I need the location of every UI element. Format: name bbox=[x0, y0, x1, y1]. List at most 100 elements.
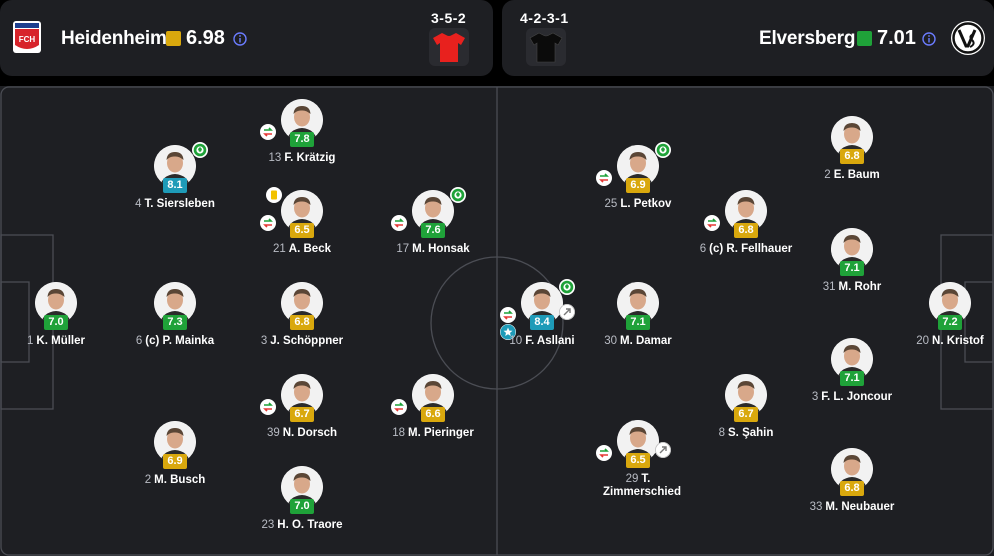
player-number: 2 bbox=[144, 474, 152, 486]
away-kit bbox=[526, 28, 566, 66]
player-number: 20 bbox=[916, 335, 930, 347]
player-rating-badge: 6.9 bbox=[163, 454, 187, 469]
home-team-header: FCH Heidenheim 6.98 3-5-2 bbox=[0, 0, 493, 76]
player-number: 39 bbox=[266, 427, 280, 439]
away-formation: 4-2-3-1 bbox=[520, 10, 569, 26]
home-rating-square bbox=[166, 31, 181, 46]
info-icon[interactable] bbox=[233, 32, 247, 46]
away-team-name[interactable]: Elversberg bbox=[759, 28, 856, 49]
heidenheim-logo[interactable]: FCH bbox=[11, 21, 43, 53]
player-name-text: H. O. Traore bbox=[277, 519, 343, 531]
player-rating-badge: 6.8 bbox=[290, 315, 314, 330]
player-name-text: F. Asllani bbox=[525, 335, 575, 347]
player-name-text: T. Siersleben bbox=[144, 198, 215, 210]
player-name-text: A. Beck bbox=[288, 243, 331, 255]
home-formation: 3-5-2 bbox=[431, 10, 467, 26]
away-shirt-icon bbox=[529, 32, 563, 63]
home-kit bbox=[429, 28, 469, 66]
player-rating-badge: 6.7 bbox=[734, 407, 758, 422]
pitch-lines bbox=[0, 86, 994, 556]
player-rating-badge: 7.0 bbox=[290, 499, 314, 514]
player-rating-badge: 6.6 bbox=[421, 407, 445, 422]
home-team-rating: 6.98 bbox=[186, 27, 225, 49]
player-name-text: M. Neubauer bbox=[825, 501, 895, 513]
player-number: 3 bbox=[811, 391, 819, 403]
sub-out-icon bbox=[596, 445, 612, 461]
player-rating-badge: 6.5 bbox=[290, 223, 314, 238]
sub-out-icon bbox=[260, 399, 276, 415]
sub-out-icon bbox=[260, 124, 276, 140]
player-name-text: (c) R. Fellhauer bbox=[709, 243, 793, 255]
player-number: 6 bbox=[135, 335, 143, 347]
player-name-text: M. Pieringer bbox=[407, 427, 474, 439]
player-name-text: (c) P. Mainka bbox=[145, 335, 215, 347]
sub-out-icon bbox=[596, 170, 612, 186]
sub-out-icon bbox=[260, 215, 276, 231]
player-number: 10 bbox=[509, 335, 523, 347]
player-number: 33 bbox=[809, 501, 823, 513]
player-avatar[interactable] bbox=[929, 282, 971, 324]
player-number: 6 bbox=[699, 243, 707, 255]
goal-icon bbox=[559, 279, 575, 295]
player-rating-badge: 6.8 bbox=[840, 149, 864, 164]
info-icon[interactable] bbox=[922, 32, 936, 46]
player-number: 17 bbox=[396, 243, 410, 255]
player-rating-badge: 8.1 bbox=[163, 178, 187, 193]
player-name[interactable]: 6(c) P. Mainka bbox=[100, 335, 250, 348]
player-name-text: N. Kristof bbox=[932, 335, 984, 347]
player-rating-badge: 8.4 bbox=[530, 315, 554, 330]
player-number: 25 bbox=[604, 198, 618, 210]
player-number: 29 bbox=[625, 473, 639, 485]
player-name-text: T. Zimmerschied bbox=[603, 473, 681, 498]
player-avatar[interactable] bbox=[831, 338, 873, 380]
away-team-header: 4-2-3-1 Elversberg 7.01 bbox=[502, 0, 994, 76]
player-number: 1 bbox=[27, 335, 34, 347]
player-name-text: M. Busch bbox=[154, 474, 206, 486]
player-name-text: M. Honsak bbox=[412, 243, 470, 255]
player-avatar[interactable] bbox=[281, 99, 323, 141]
player-name-text: S. Şahin bbox=[728, 427, 774, 439]
player-name-text: M. Rohr bbox=[838, 281, 882, 293]
logo-text: FCH bbox=[19, 35, 36, 44]
home-team-name[interactable]: Heidenheim bbox=[61, 28, 167, 49]
player-rating-badge: 7.0 bbox=[44, 315, 68, 330]
star-icon bbox=[500, 324, 516, 340]
player-rating-badge: 7.1 bbox=[840, 261, 864, 276]
player-rating-badge: 6.9 bbox=[626, 178, 650, 193]
player-rating-badge: 6.5 bbox=[626, 453, 650, 468]
player-name-text: K. Müller bbox=[36, 335, 85, 347]
player-name-text: J. Schöppner bbox=[270, 335, 344, 347]
player-name-text: L. Petkov bbox=[620, 198, 672, 210]
elversberg-logo[interactable] bbox=[950, 20, 986, 56]
player-name[interactable]: 6(c) R. Fellhauer bbox=[671, 243, 821, 256]
goal-icon bbox=[192, 142, 208, 158]
player-rating-badge: 7.8 bbox=[290, 132, 314, 147]
goal-icon bbox=[655, 142, 671, 158]
player-name-text: F. Krätzig bbox=[284, 152, 336, 164]
assist-icon bbox=[559, 304, 575, 320]
player-name-text: F. L. Joncour bbox=[821, 391, 893, 403]
sub-out-icon bbox=[704, 215, 720, 231]
player-number: 18 bbox=[392, 427, 405, 439]
